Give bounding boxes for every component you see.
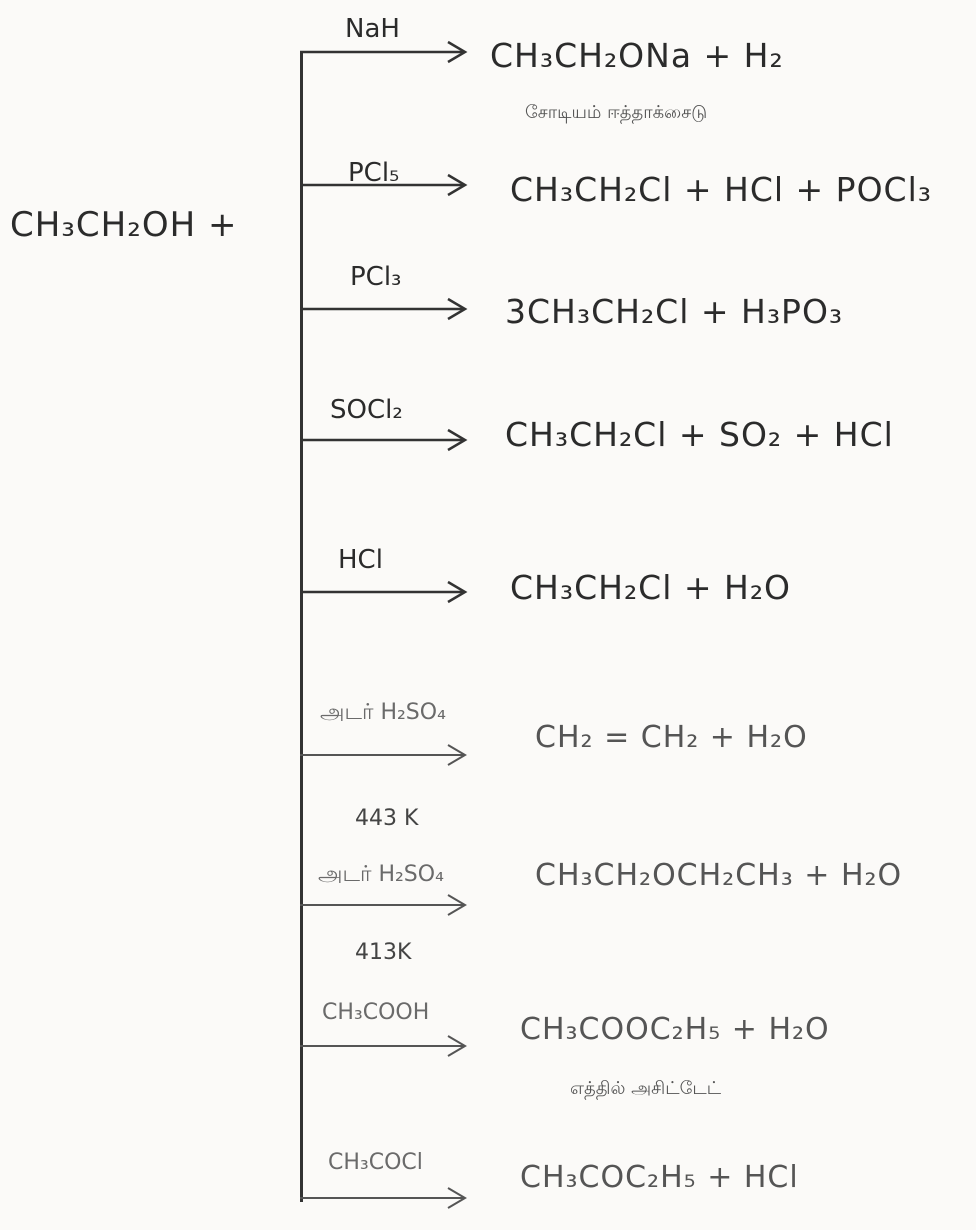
product-ethene: CH₂ = CH₂ + H₂O [535, 720, 808, 755]
reagent-pcl3: PCl₃ [350, 262, 402, 292]
reaction-arrow-1 [300, 40, 468, 64]
reactant-ethanol: CH₃CH₂OH + [10, 205, 238, 245]
reagent-acetic-acid: CH₃COOH [322, 1000, 430, 1025]
temperature-413k: 413K [355, 940, 412, 965]
product-socl2: CH₃CH₂Cl + SO₂ + HCl [505, 415, 894, 454]
note-ethyl-acetate: எத்தில் அசிட்டேட் [570, 1078, 722, 1099]
product-ethyl-acetate: CH₃COOC₂H₅ + H₂O [520, 1012, 830, 1047]
reagent-pcl5: PCl₅ [348, 158, 400, 188]
reaction-arrow-5 [300, 580, 468, 604]
reaction-arrow-3 [300, 297, 468, 321]
reagent-conc-h2so4-1: அடர் H₂SO₄ [320, 700, 446, 725]
note-sodium-ethoxide: சோடியம் ஈத்தாக்சைடு [525, 102, 708, 123]
reagent-socl2: SOCl₂ [330, 395, 403, 425]
product-hcl: CH₃CH₂Cl + H₂O [510, 568, 792, 607]
product-pcl5: CH₃CH₂Cl + HCl + POCl₃ [510, 170, 932, 209]
reaction-arrow-8 [300, 1035, 467, 1057]
reaction-arrow-7 [300, 894, 467, 916]
temperature-443k: 443 K [355, 806, 419, 831]
reaction-arrow-2 [300, 173, 468, 197]
branch-backbone-line [300, 52, 303, 1202]
reaction-arrow-6 [300, 744, 467, 766]
reagent-hcl: HCl [338, 545, 383, 575]
product-diethyl-ether: CH₃CH₂OCH₂CH₃ + H₂O [535, 858, 903, 893]
reaction-arrow-9 [300, 1187, 467, 1209]
product-ethyl-methyl-ketone: CH₃COC₂H₅ + HCl [520, 1160, 799, 1195]
reagent-acetyl-chloride: CH₃COCl [328, 1150, 423, 1175]
reagent-conc-h2so4-2: அடர் H₂SO₄ [318, 862, 444, 887]
reaction-arrow-4 [300, 428, 468, 452]
reagent-nah: NaH [345, 14, 400, 44]
product-sodium-ethoxide: CH₃CH₂ONa + H₂ [490, 36, 784, 75]
product-pcl3: 3CH₃CH₂Cl + H₃PO₃ [505, 292, 844, 331]
